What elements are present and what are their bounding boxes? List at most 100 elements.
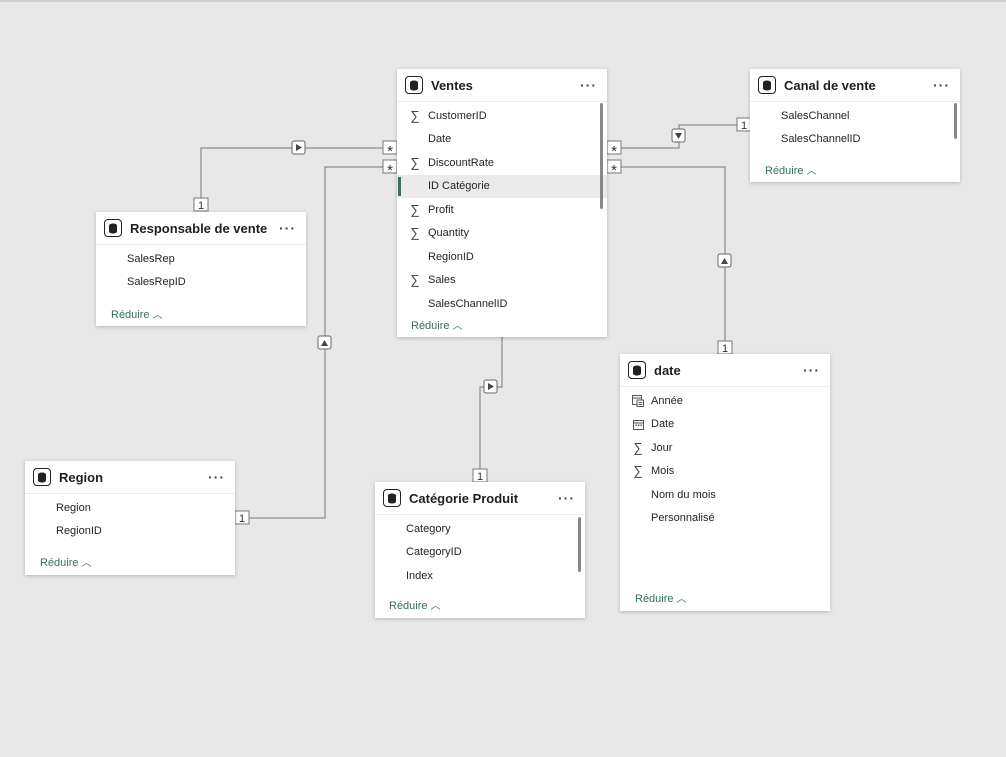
scrollbar[interactable] (578, 517, 581, 572)
field-label: Jour (651, 441, 673, 454)
field-row[interactable]: SalesRep (96, 247, 306, 271)
field-label: Quantity (428, 227, 469, 240)
field-label: DiscountRate (428, 156, 495, 169)
field-row[interactable]: ∑ CustomerID (397, 104, 607, 128)
collapse-button[interactable]: Réduire︿ (40, 557, 92, 569)
table-header[interactable]: Responsable de vente ··· (96, 212, 306, 245)
collapse-button[interactable]: Réduire︿ (389, 600, 441, 612)
field-row[interactable]: Category (375, 517, 585, 541)
collapse-button[interactable]: Réduire︿ (635, 593, 687, 605)
field-label: Profit (428, 203, 454, 216)
more-options-icon[interactable]: ··· (208, 469, 225, 485)
sigma-icon: ∑ (410, 272, 420, 288)
table-header[interactable]: date ··· (620, 354, 830, 387)
field-label: Mois (651, 465, 675, 478)
cardinality-many: * (387, 162, 393, 179)
field-label: Nom du mois (651, 488, 716, 501)
field-row[interactable]: Date (397, 128, 607, 152)
field-label: Date (428, 133, 452, 146)
field-label: Sales (428, 274, 456, 287)
chevron-up-icon: ︿ (806, 166, 817, 177)
calendar-icon (630, 419, 646, 430)
table-title: Responsable de vente (130, 220, 268, 236)
sigma-icon: ∑ (410, 107, 420, 123)
field-row[interactable]: Index (375, 564, 585, 588)
scrollbar[interactable] (954, 103, 957, 139)
field-row[interactable]: SalesRepID (96, 271, 306, 295)
link-date-ventes (607, 166, 726, 353)
cardinality-one: 1 (239, 513, 245, 525)
field-label: Personnalisé (651, 512, 715, 525)
table-header[interactable]: Canal de vente ··· (750, 69, 960, 102)
more-options-icon[interactable]: ··· (933, 77, 950, 93)
field-list: ∑ CustomerID Date ∑ DiscountRate ID Catégorie… (397, 102, 607, 316)
database-icon (758, 76, 776, 94)
sigma-icon: ∑ (410, 201, 420, 217)
cardinality-many: * (611, 162, 617, 179)
cardinality-one: 1 (722, 343, 728, 355)
collapse-button[interactable]: Réduire︿ (411, 320, 463, 332)
field-label: Date (651, 418, 675, 431)
table-header[interactable]: Ventes ··· (397, 69, 607, 102)
field-row[interactable]: SalesChannelID (397, 292, 607, 316)
field-label: CustomerID (428, 109, 487, 122)
field-row[interactable]: ID Catégorie (397, 174, 607, 198)
table-header[interactable]: Region ··· (25, 461, 235, 494)
field-row[interactable]: Personnalisé (620, 507, 830, 531)
table-title: Ventes (431, 77, 473, 93)
field-label: Region (56, 501, 91, 514)
field-label: Année (651, 394, 683, 407)
cardinality-many: * (387, 143, 393, 160)
chevron-up-icon: ︿ (430, 601, 441, 612)
chevron-up-icon: ︿ (676, 594, 687, 605)
more-options-icon[interactable]: ··· (558, 490, 575, 506)
field-label: SalesChannelID (781, 133, 861, 146)
link-categorie-ventes (479, 337, 503, 481)
more-options-icon[interactable]: ··· (279, 220, 296, 236)
chevron-up-icon: ︿ (152, 310, 163, 321)
sigma-icon: ∑ (410, 154, 420, 170)
field-row[interactable]: CategoryID (375, 541, 585, 565)
field-row[interactable]: Date (620, 413, 830, 437)
field-row[interactable]: ∑Quantity (397, 222, 607, 246)
field-row[interactable]: Année (620, 389, 830, 413)
field-row[interactable]: ∑ Profit (397, 198, 607, 222)
field-label: SalesRepID (127, 276, 186, 289)
field-row[interactable]: SalesChannel (750, 104, 960, 128)
cardinality-many: * (611, 143, 617, 160)
field-row[interactable]: Nom du mois (620, 483, 830, 507)
field-row[interactable]: RegionID (397, 245, 607, 269)
table-header[interactable]: Catégorie Produit ··· (375, 482, 585, 515)
sigma-icon: ∑ (633, 439, 643, 455)
field-row[interactable]: ∑ Sales (397, 269, 607, 293)
field-row[interactable]: Region (25, 496, 235, 520)
field-label: RegionID (56, 525, 102, 538)
more-options-icon[interactable]: ··· (580, 77, 597, 93)
collapse-button[interactable]: Réduire︿ (111, 309, 163, 321)
field-label: SalesRep (127, 252, 175, 265)
cardinality-one: 1 (477, 471, 483, 483)
field-label: CategoryID (406, 546, 462, 559)
hierarchy-calendar-icon (630, 394, 646, 407)
collapse-button[interactable]: Réduire︿ (765, 165, 817, 177)
table-title: Canal de vente (784, 77, 876, 93)
field-row[interactable]: ∑ DiscountRate (397, 151, 607, 175)
database-icon (104, 219, 122, 237)
database-icon (628, 361, 646, 379)
field-row[interactable]: RegionID (25, 520, 235, 544)
field-row[interactable]: ∑ Jour (620, 436, 830, 460)
scrollbar[interactable] (600, 103, 603, 209)
more-options-icon[interactable]: ··· (803, 362, 820, 378)
field-row[interactable]: SalesChannelID (750, 128, 960, 152)
cardinality-one: 1 (741, 120, 747, 132)
field-row[interactable]: ∑Mois (620, 460, 830, 484)
field-label: SalesChannelID (428, 297, 508, 310)
